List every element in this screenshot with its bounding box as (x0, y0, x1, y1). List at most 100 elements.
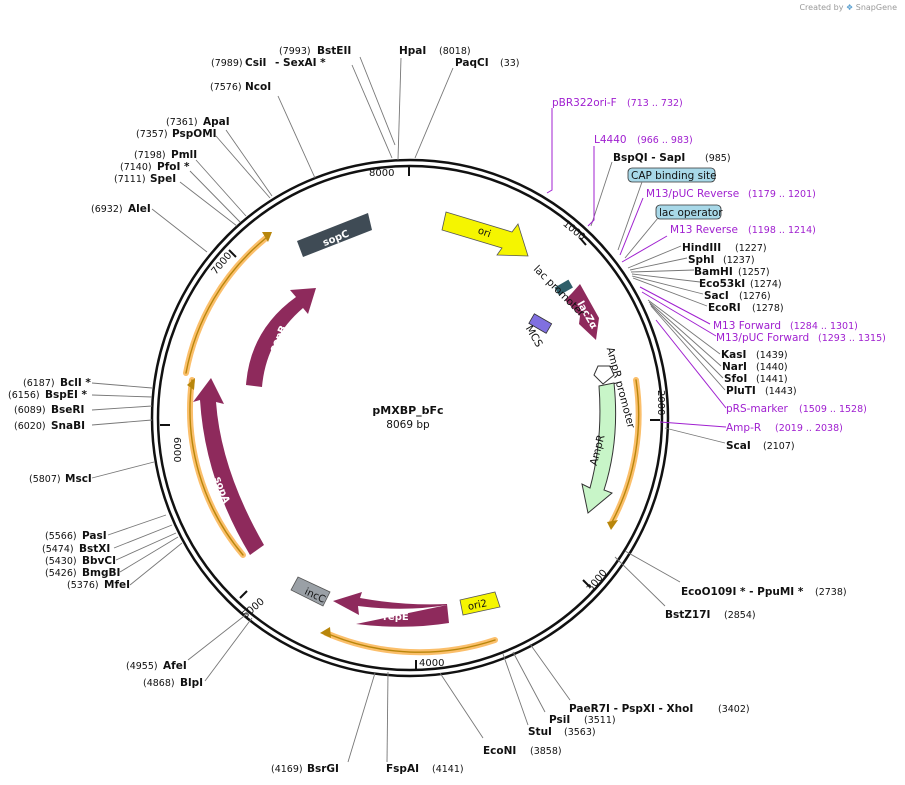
site-ecoRI-name: EcoRI (708, 302, 741, 314)
tick-label-2000: 2000 (655, 390, 666, 415)
site-bbvCI-name: BbvCI (82, 555, 116, 567)
box-lac-operator-label: lac operator (659, 207, 723, 219)
site-stuI-name: StuI (528, 726, 552, 738)
site-bsrGI-name: BsrGI (307, 763, 339, 775)
feature-ori2-label: ori2 (467, 598, 488, 613)
backbone-inner-ring (156, 164, 664, 672)
site-sacI-name: SacI (704, 290, 729, 302)
site-apaI-pos: (7361) (166, 117, 198, 128)
site-bmgBI-pos: (5426) (45, 568, 77, 579)
feature-repE[interactable] (333, 592, 449, 627)
site-pfoI-name: PfoI * (157, 161, 190, 173)
site-kasI-pos: (1439) (756, 350, 788, 361)
site-bamHI-pos: (1257) (738, 267, 770, 278)
site-eco53kI-pos: (1274) (750, 279, 782, 290)
orf-arrowhead-icon (607, 520, 618, 530)
site-snaBI-name: SnaBI (51, 420, 85, 432)
site-bstXI-pos: (5474) (42, 544, 74, 555)
tick-marks (160, 166, 660, 670)
box-cap-binding-site-label: CAP binding site (631, 170, 717, 182)
site-connectors (91, 56, 726, 763)
primer-m13Rev-name: M13 Reverse (670, 224, 738, 236)
feature-ori2[interactable] (459, 591, 501, 616)
site-bseRI-pos: (6089) (14, 405, 46, 416)
site-hindIII-pos: (1227) (735, 243, 767, 254)
site-sfoI-name: SfoI (724, 373, 747, 385)
site-blpI-name: BlpI (180, 677, 203, 689)
tick-label-3000: 3000 (585, 568, 610, 595)
site-bstZ17I-pos: (2854) (724, 610, 756, 621)
site-ecoRI-pos: (1278) (752, 303, 784, 314)
site-ecoO109I-pos: (2738) (815, 587, 847, 598)
feature-sopA[interactable] (193, 378, 264, 555)
site-pasI-name: PasI (82, 530, 107, 542)
feature-ampR-promoter[interactable] (593, 365, 615, 385)
site-afeI-pos: (4955) (126, 661, 158, 672)
site-ecoNI-pos: (3858) (530, 746, 562, 757)
snapgene-credit: Created by ❖ SnapGene (799, 3, 897, 12)
site-mscI-pos: (5807) (29, 474, 61, 485)
site-fspAI-name: FspAI (386, 763, 419, 775)
site-pluTI-pos: (1443) (765, 386, 797, 397)
site-eco53kI-name: Eco53kI (699, 278, 745, 290)
site-bspEI-pos: (6156) (8, 390, 40, 401)
primer-m13pucFwd-name: M13/pUC Forward (716, 332, 809, 344)
site-bspQI-name: BspQI - SapI (613, 152, 685, 164)
tick-label-8000: 8000 (369, 168, 394, 179)
box-cap-binding-site (627, 167, 716, 183)
feature-sopB[interactable] (246, 288, 316, 387)
site-aleI-pos: (6932) (91, 204, 123, 215)
snapgene-brand: SnapGene (855, 3, 897, 12)
site-psiI-pos: (3511) (584, 715, 616, 726)
site-speI-pos: (7111) (114, 174, 146, 185)
site-pfoI-pos: (7140) (120, 162, 152, 173)
feature-incC[interactable] (290, 576, 331, 607)
site-mfeI-name: MfeI (104, 579, 130, 591)
site-mfeI-pos: (5376) (67, 580, 99, 591)
feature-lac-promoter[interactable] (554, 279, 573, 296)
site-paqCI-pos: (33) (500, 58, 520, 69)
site-bseRI-name: BseRI (51, 404, 84, 416)
tick-label-5000: 5000 (240, 596, 267, 621)
primer-ampR-name: Amp-R (726, 422, 761, 434)
site-ecoNI-name: EcoNI (483, 745, 516, 757)
primer-ampR-pos: (2019 .. 2038) (775, 423, 843, 434)
site-apaI-name: ApaI (203, 116, 230, 128)
feature-ampR[interactable] (581, 382, 617, 514)
orf-arrowhead-icon (320, 627, 331, 638)
primer-l4440-pos: (966 .. 983) (637, 135, 693, 146)
backbone-outer-ring (150, 158, 670, 678)
site-ncoI-pos: (7576) (210, 82, 242, 93)
site-ncoI-name: NcoI (245, 81, 271, 93)
feature-repE-label: repE (383, 612, 409, 623)
primer-m13Fwd-pos: (1284 .. 1301) (790, 321, 858, 332)
snapgene-logo-icon: ❖ (846, 3, 854, 12)
site-labels: (7993) BstEII (7989) CsiI - SexAI * HpaI… (8, 45, 847, 775)
site-snaBI-pos: (6020) (14, 421, 46, 432)
site-narI-name: NarI (722, 361, 747, 373)
feature-sopC[interactable] (297, 213, 372, 257)
feature-mcs[interactable] (528, 313, 553, 334)
feature-lacZa[interactable] (565, 284, 599, 340)
primer-m13Fwd-name: M13 Forward (713, 320, 781, 332)
primer-prsMarker-name: pRS-marker (726, 403, 789, 415)
site-fspAI-pos: (4141) (432, 764, 464, 775)
feature-ori-label: ori (476, 226, 492, 241)
plasmid-name: pMXBP_bFc (372, 404, 443, 417)
site-stuI-pos: (3563) (564, 727, 596, 738)
site-pspOMI-pos: (7357) (136, 129, 168, 140)
primer-m13pucRev-pos: (1179 .. 1201) (748, 189, 816, 200)
site-afeI-name: AfeI (163, 660, 187, 672)
plasmid-size: 8069 bp (386, 419, 430, 431)
feature-ori[interactable] (441, 211, 529, 257)
site-sacI-pos: (1276) (739, 291, 771, 302)
site-speI-name: SpeI (150, 173, 176, 185)
site-kasI-name: KasI (721, 349, 746, 361)
primer-connectors (546, 108, 727, 428)
tick-label-1000: 1000 (560, 218, 587, 243)
site-blpI-pos: (4868) (143, 678, 175, 689)
site-pspOMI-name: PspOMI (172, 128, 217, 140)
site-pmlI-pos: (7198) (134, 150, 166, 161)
primer-m13Rev-pos: (1198 .. 1214) (748, 225, 816, 236)
